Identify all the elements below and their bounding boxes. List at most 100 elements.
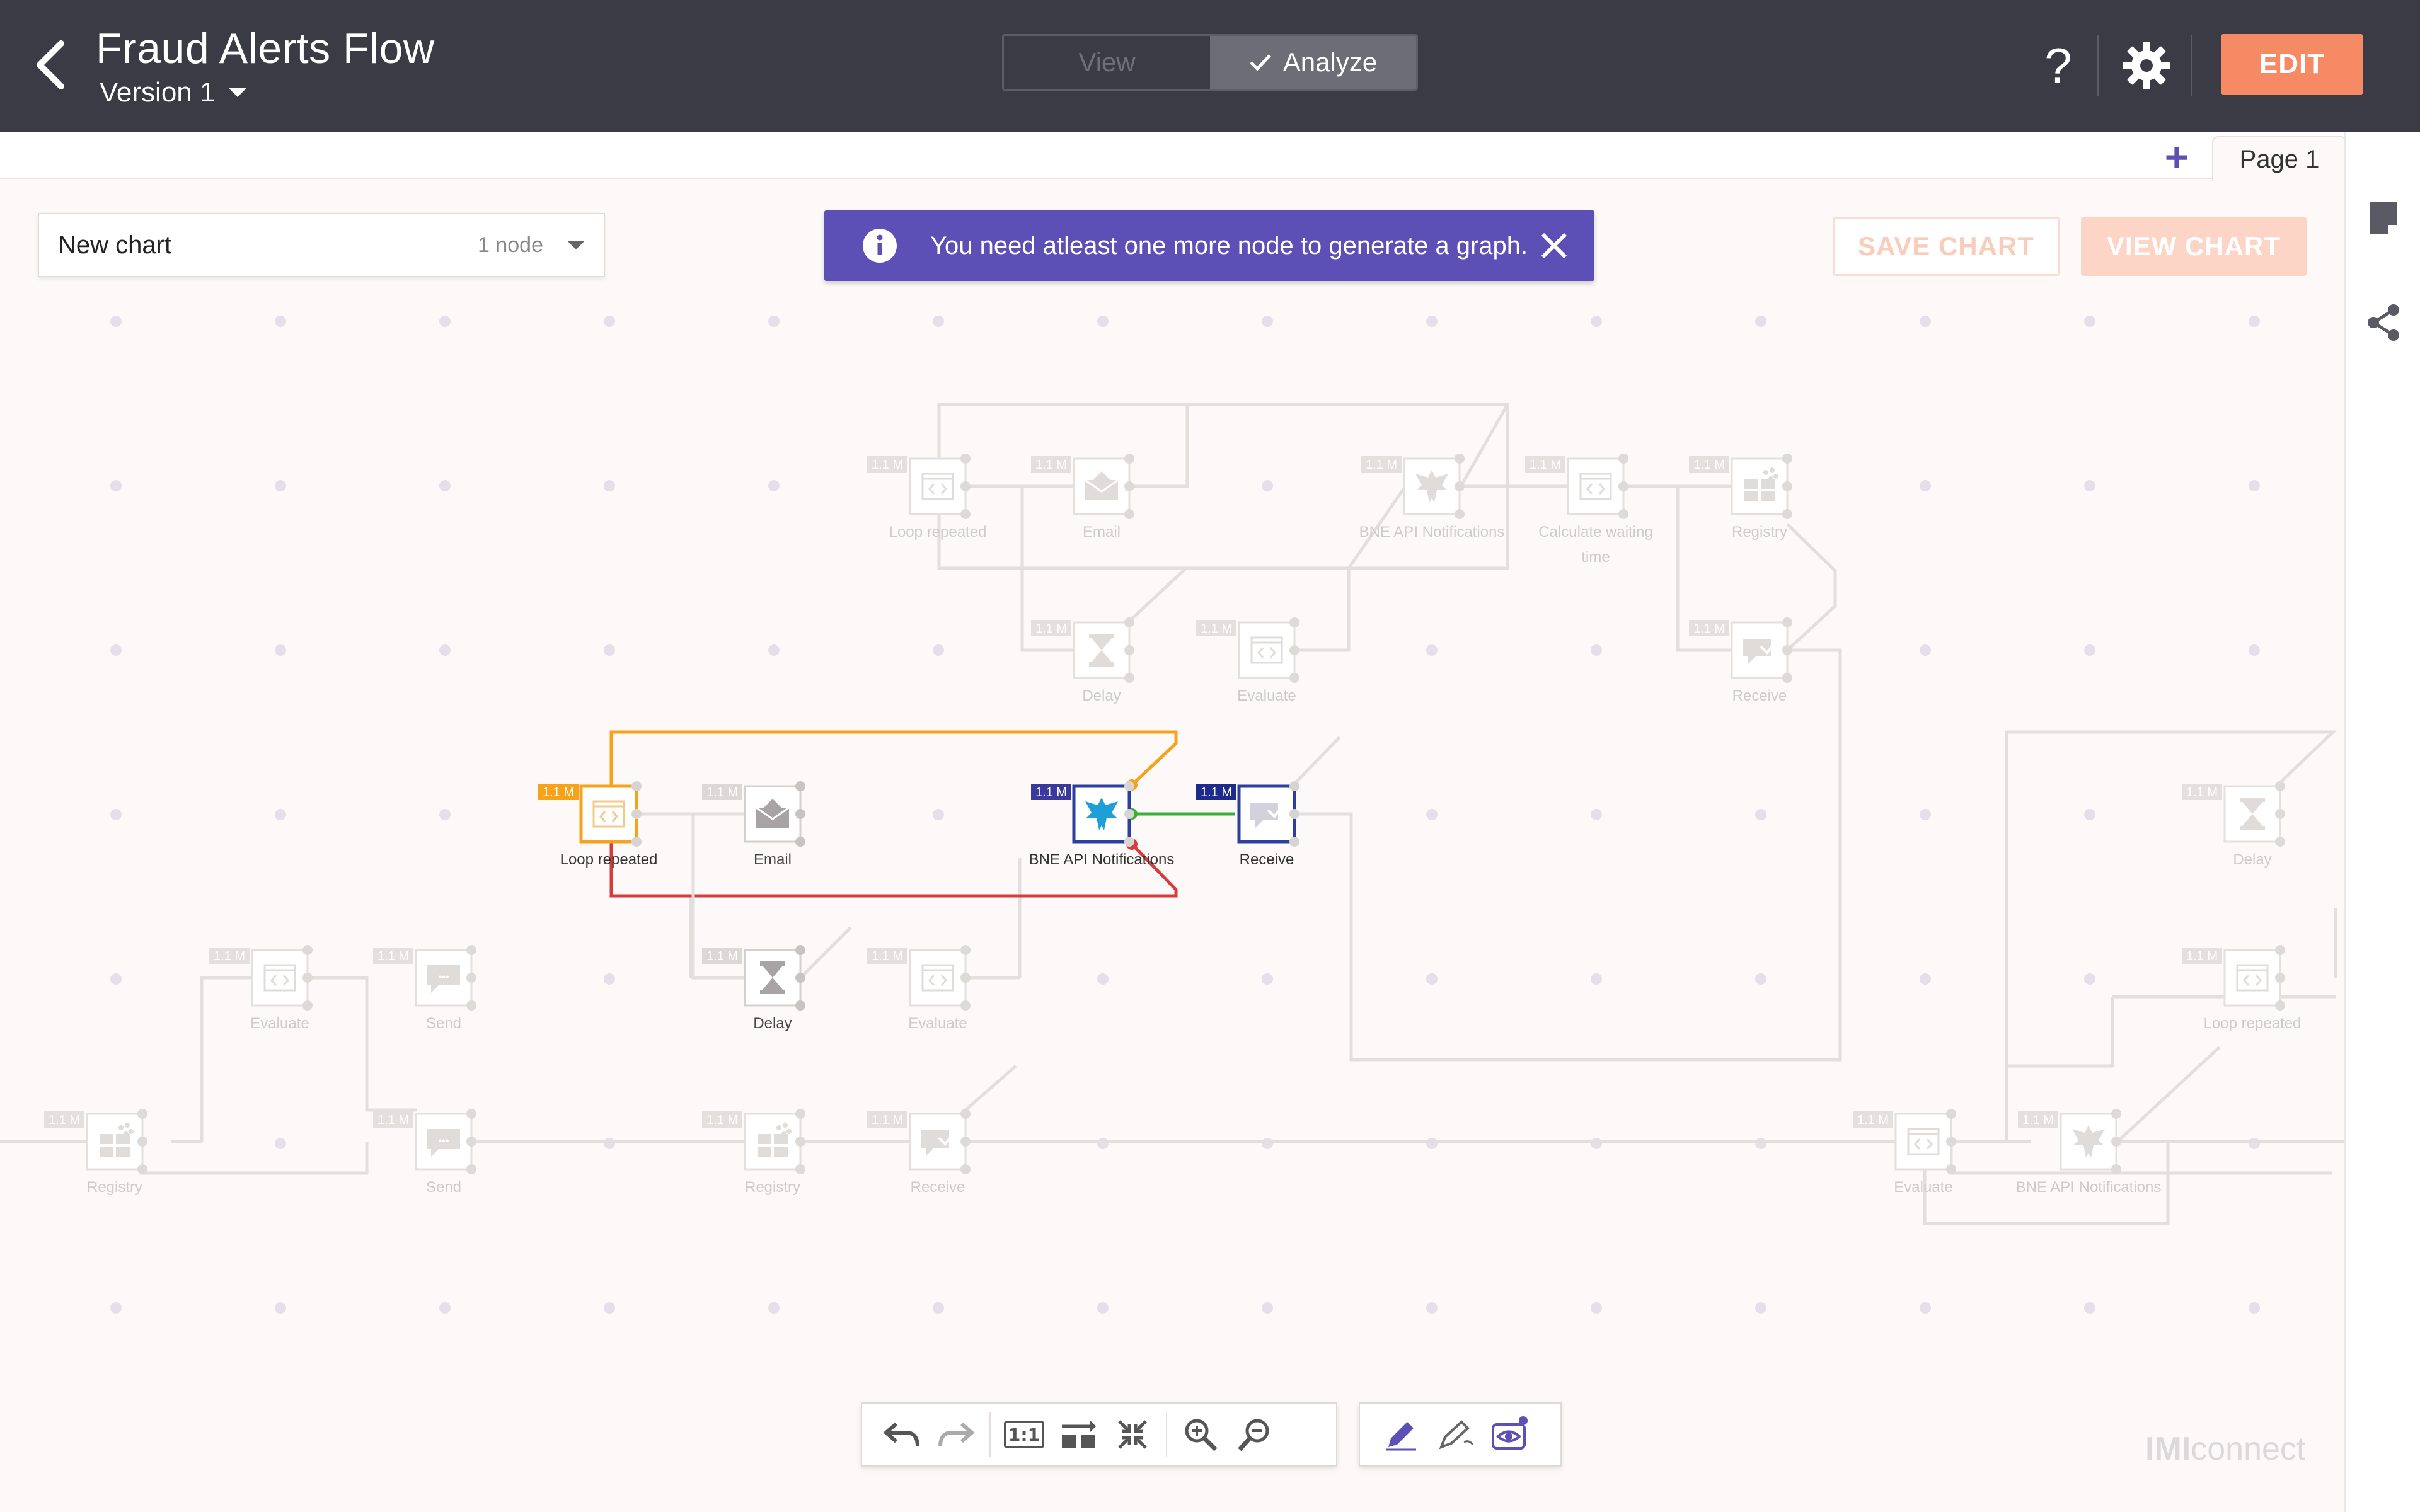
pencil-button[interactable] [1374, 1407, 1428, 1462]
settings-button[interactable] [2119, 38, 2174, 93]
node-port[interactable] [1124, 645, 1134, 655]
node-port[interactable] [960, 1109, 971, 1119]
node-port[interactable] [137, 1137, 147, 1147]
node-port[interactable] [960, 945, 971, 955]
node-port[interactable] [1124, 673, 1134, 683]
node-port[interactable] [1124, 617, 1134, 627]
close-icon[interactable] [1535, 227, 1573, 265]
node-port[interactable] [466, 1000, 476, 1011]
node-port[interactable] [2275, 973, 2285, 983]
actual-size-button[interactable]: 1:1 [997, 1407, 1051, 1462]
node-port[interactable] [2275, 945, 2285, 955]
node-port[interactable] [1618, 509, 1628, 519]
node-port[interactable] [1124, 837, 1134, 847]
tab-page-1[interactable]: Page 1 [2212, 136, 2347, 181]
add-page-button[interactable]: + [2164, 134, 2189, 180]
view-chart-button[interactable]: VIEW CHART [2081, 217, 2307, 276]
node-port[interactable] [2111, 1137, 2121, 1147]
node-port[interactable] [1782, 454, 1792, 464]
node-port[interactable] [960, 481, 971, 491]
node-port[interactable] [1124, 481, 1134, 491]
node-port[interactable] [466, 1109, 476, 1119]
node-port[interactable] [960, 509, 971, 519]
node-port[interactable] [1289, 809, 1299, 819]
node-port[interactable] [1124, 454, 1134, 464]
node-port[interactable] [1946, 1137, 1956, 1147]
node-port[interactable] [2111, 1109, 2121, 1119]
node-port[interactable] [960, 1164, 971, 1174]
flow-node[interactable]: 1.1 M•••Send [373, 1109, 476, 1196]
node-port[interactable] [1455, 454, 1465, 464]
node-port[interactable] [1289, 617, 1299, 627]
notes-button[interactable] [2365, 198, 2402, 238]
node-port[interactable] [1946, 1109, 1956, 1119]
node-port[interactable] [1618, 454, 1628, 464]
node-port[interactable] [1455, 509, 1465, 519]
node-port[interactable] [1124, 781, 1134, 791]
node-port[interactable] [795, 1164, 805, 1174]
node-port[interactable] [960, 973, 971, 983]
node-port[interactable] [795, 1137, 805, 1147]
redo-button[interactable] [929, 1407, 983, 1462]
node-port[interactable] [795, 1000, 805, 1011]
chart-select-dropdown[interactable]: New chart 1 node [38, 213, 605, 277]
node-port[interactable] [466, 1137, 476, 1147]
save-chart-button[interactable]: SAVE CHART [1833, 217, 2060, 276]
visibility-button[interactable] [1482, 1407, 1536, 1462]
node-port[interactable] [960, 454, 971, 464]
node-port[interactable] [466, 973, 476, 983]
node-port[interactable] [302, 945, 313, 955]
node-port[interactable] [1289, 781, 1299, 791]
node-port[interactable] [795, 781, 805, 791]
node-port[interactable] [960, 1137, 971, 1147]
node-port[interactable] [2275, 837, 2285, 847]
node-port[interactable] [795, 973, 805, 983]
node-port[interactable] [2275, 781, 2285, 791]
node-port[interactable] [795, 837, 805, 847]
node-port[interactable] [1124, 809, 1134, 819]
node-port[interactable] [1289, 837, 1299, 847]
node-port[interactable] [2275, 1000, 2285, 1011]
node-port[interactable] [1289, 673, 1299, 683]
flow-node[interactable]: 1.1 M•••Send [373, 945, 476, 1032]
undo-button[interactable] [875, 1407, 929, 1462]
edit-button[interactable]: EDIT [2221, 34, 2363, 94]
node-port[interactable] [631, 837, 642, 847]
node-port[interactable] [795, 945, 805, 955]
node-port[interactable] [1455, 481, 1465, 491]
node-port[interactable] [1618, 481, 1628, 491]
zoom-out-button[interactable] [1228, 1407, 1282, 1462]
node-port[interactable] [466, 1164, 476, 1174]
node-port[interactable] [302, 973, 313, 983]
version-dropdown[interactable]: Version 1 [100, 77, 247, 108]
node-port[interactable] [1782, 645, 1792, 655]
node-port[interactable] [302, 1000, 313, 1011]
zoom-in-button[interactable] [1173, 1407, 1228, 1462]
node-port[interactable] [795, 809, 805, 819]
analyze-mode-button[interactable]: Analyze [1210, 36, 1416, 89]
node-port[interactable] [1782, 673, 1792, 683]
node-port[interactable] [1946, 1164, 1956, 1174]
help-button[interactable]: ? [2033, 35, 2083, 96]
share-button[interactable] [2365, 302, 2402, 343]
node-port[interactable] [2275, 809, 2285, 819]
node-port[interactable] [137, 1109, 147, 1119]
